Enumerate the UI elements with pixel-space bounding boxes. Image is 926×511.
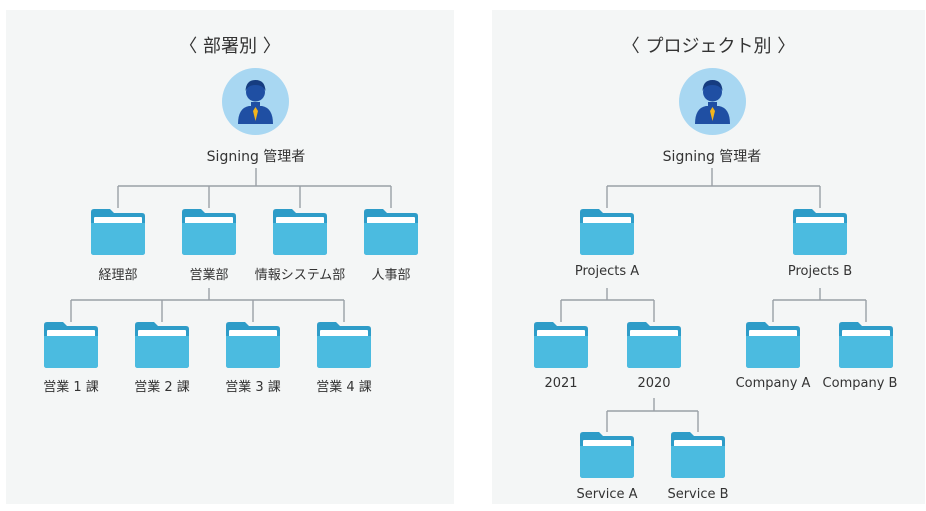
folder-label-projects-b: Projects B	[787, 264, 853, 279]
person-icon	[695, 80, 730, 124]
folder-icon[interactable]	[273, 209, 327, 255]
folder-icon[interactable]	[580, 432, 634, 478]
folder-icon[interactable]	[839, 322, 893, 368]
folder-icon[interactable]	[746, 322, 800, 368]
folder-icon[interactable]	[317, 322, 371, 368]
folder-icon[interactable]	[793, 209, 847, 255]
folder-icon[interactable]	[671, 432, 725, 478]
manager-label: Signing 管理者	[206, 149, 306, 165]
folder-label-hr: 人事部	[371, 268, 411, 283]
folder-label-service-a: Service A	[576, 487, 638, 502]
manager-avatar	[679, 68, 746, 135]
folder-label-2020: 2020	[637, 376, 671, 391]
folder-label-service-b: Service B	[667, 487, 729, 502]
folder-label-projects-a: Projects A	[574, 264, 640, 279]
folder-label-sales-2: 営業 2 課	[134, 380, 190, 395]
folder-label-2021: 2021	[544, 376, 578, 391]
folder-label-sales-1: 営業 1 課	[43, 380, 99, 395]
manager-avatar	[222, 68, 289, 135]
folder-icon[interactable]	[44, 322, 98, 368]
folder-icon[interactable]	[580, 209, 634, 255]
manager-label: Signing 管理者	[662, 149, 762, 165]
folder-icon[interactable]	[534, 322, 588, 368]
person-icon	[238, 80, 273, 124]
folder-label-company-b: Company B	[822, 376, 898, 391]
folder-icon[interactable]	[364, 209, 418, 255]
department-tree-connectors	[70, 168, 392, 322]
folder-icon[interactable]	[91, 209, 145, 255]
project-title: 〈 プロジェクト別 〉	[621, 36, 796, 57]
folder-icon[interactable]	[135, 322, 189, 368]
department-panel: 〈 部署別 〉 Signing 管理者 経理部 営業部 情報システム部 人事部 …	[6, 10, 454, 504]
folder-icon[interactable]	[627, 322, 681, 368]
folder-label-sales-3: 営業 3 課	[225, 380, 281, 395]
project-panel: 〈 プロジェクト別 〉 Signing 管理者 Projects A Proje…	[492, 10, 925, 504]
department-title: 〈 部署別 〉	[179, 36, 281, 57]
folder-label-company-a: Company A	[735, 376, 811, 391]
folder-label-sales-4: 営業 4 課	[316, 380, 372, 395]
folder-icon[interactable]	[182, 209, 236, 255]
project-tree-connectors	[560, 168, 867, 432]
folder-label-accounting: 経理部	[98, 268, 138, 283]
folder-icon[interactable]	[226, 322, 280, 368]
folder-label-it: 情報システム部	[254, 268, 346, 283]
folder-label-sales: 営業部	[189, 268, 229, 283]
